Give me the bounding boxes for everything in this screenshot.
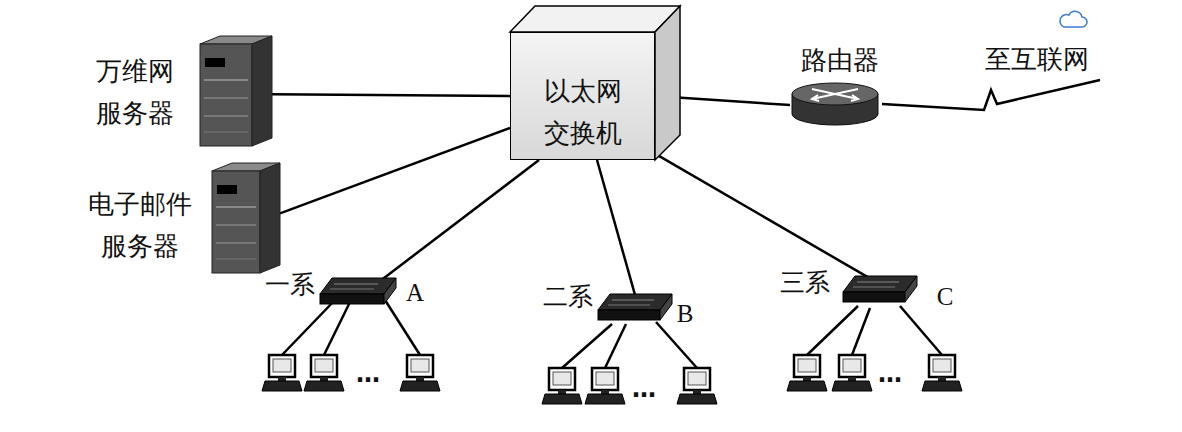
computer-icon xyxy=(304,355,344,391)
internet-link xyxy=(882,80,1100,110)
cloud-icon xyxy=(1060,11,1087,27)
hub-icon xyxy=(320,276,398,308)
switch-top-face xyxy=(510,6,680,32)
node-label: 二系 xyxy=(543,282,593,312)
department-hub: 三系 C xyxy=(773,266,958,316)
pc-wire xyxy=(656,322,697,368)
computer-icon xyxy=(585,368,625,404)
ellipsis: … xyxy=(878,360,902,388)
computer-icon xyxy=(400,355,440,391)
node-label: 路由器 xyxy=(801,43,879,77)
computer-icon xyxy=(787,355,827,391)
ellipsis: … xyxy=(356,360,380,388)
department-hub: 一系 A xyxy=(258,268,430,312)
node-letter: B xyxy=(677,299,694,329)
computer-icon xyxy=(922,355,962,391)
department-hub: 二系 B xyxy=(538,282,698,333)
hub-icon xyxy=(843,274,919,306)
node-letter: A xyxy=(406,278,424,308)
server-icon xyxy=(212,163,280,275)
node-letter: C xyxy=(937,282,954,312)
router: 路由器 xyxy=(785,42,885,128)
network-cable xyxy=(597,160,636,298)
ellipsis: … xyxy=(632,375,656,403)
computer-icon xyxy=(677,368,717,404)
pc-wire xyxy=(900,306,942,355)
email-server: 电子邮件服务器 xyxy=(80,163,280,275)
switch-side-face xyxy=(655,6,680,160)
pc-wire xyxy=(605,324,626,368)
node-label: 电子邮件服务器 xyxy=(87,183,194,267)
node-label: 三系 xyxy=(780,268,830,298)
ethernet-switch: 以太网交换机 xyxy=(510,32,655,160)
computer-group xyxy=(262,300,962,404)
node-label: 万维网服务器 xyxy=(95,50,176,134)
router-icon xyxy=(790,82,880,128)
network-cable xyxy=(272,94,510,96)
web-server: 万维网服务器 xyxy=(85,36,272,148)
pc-wire xyxy=(562,324,612,368)
network-cable xyxy=(655,154,873,281)
computer-icon xyxy=(832,355,872,391)
pc-wire xyxy=(852,308,870,355)
hub-icon xyxy=(598,292,674,324)
pc-wire xyxy=(385,300,420,355)
server-icon xyxy=(200,36,272,148)
node-label: 一系 xyxy=(265,270,315,300)
computer-icon xyxy=(542,368,582,404)
node-label: 以太网交换机 xyxy=(543,70,624,154)
network-label: 至互联网 xyxy=(985,42,1089,77)
pc-wire xyxy=(807,306,858,355)
pc-wire xyxy=(324,302,350,355)
network-cable xyxy=(280,128,510,213)
computer-icon xyxy=(262,355,302,391)
network-cable xyxy=(376,160,539,284)
